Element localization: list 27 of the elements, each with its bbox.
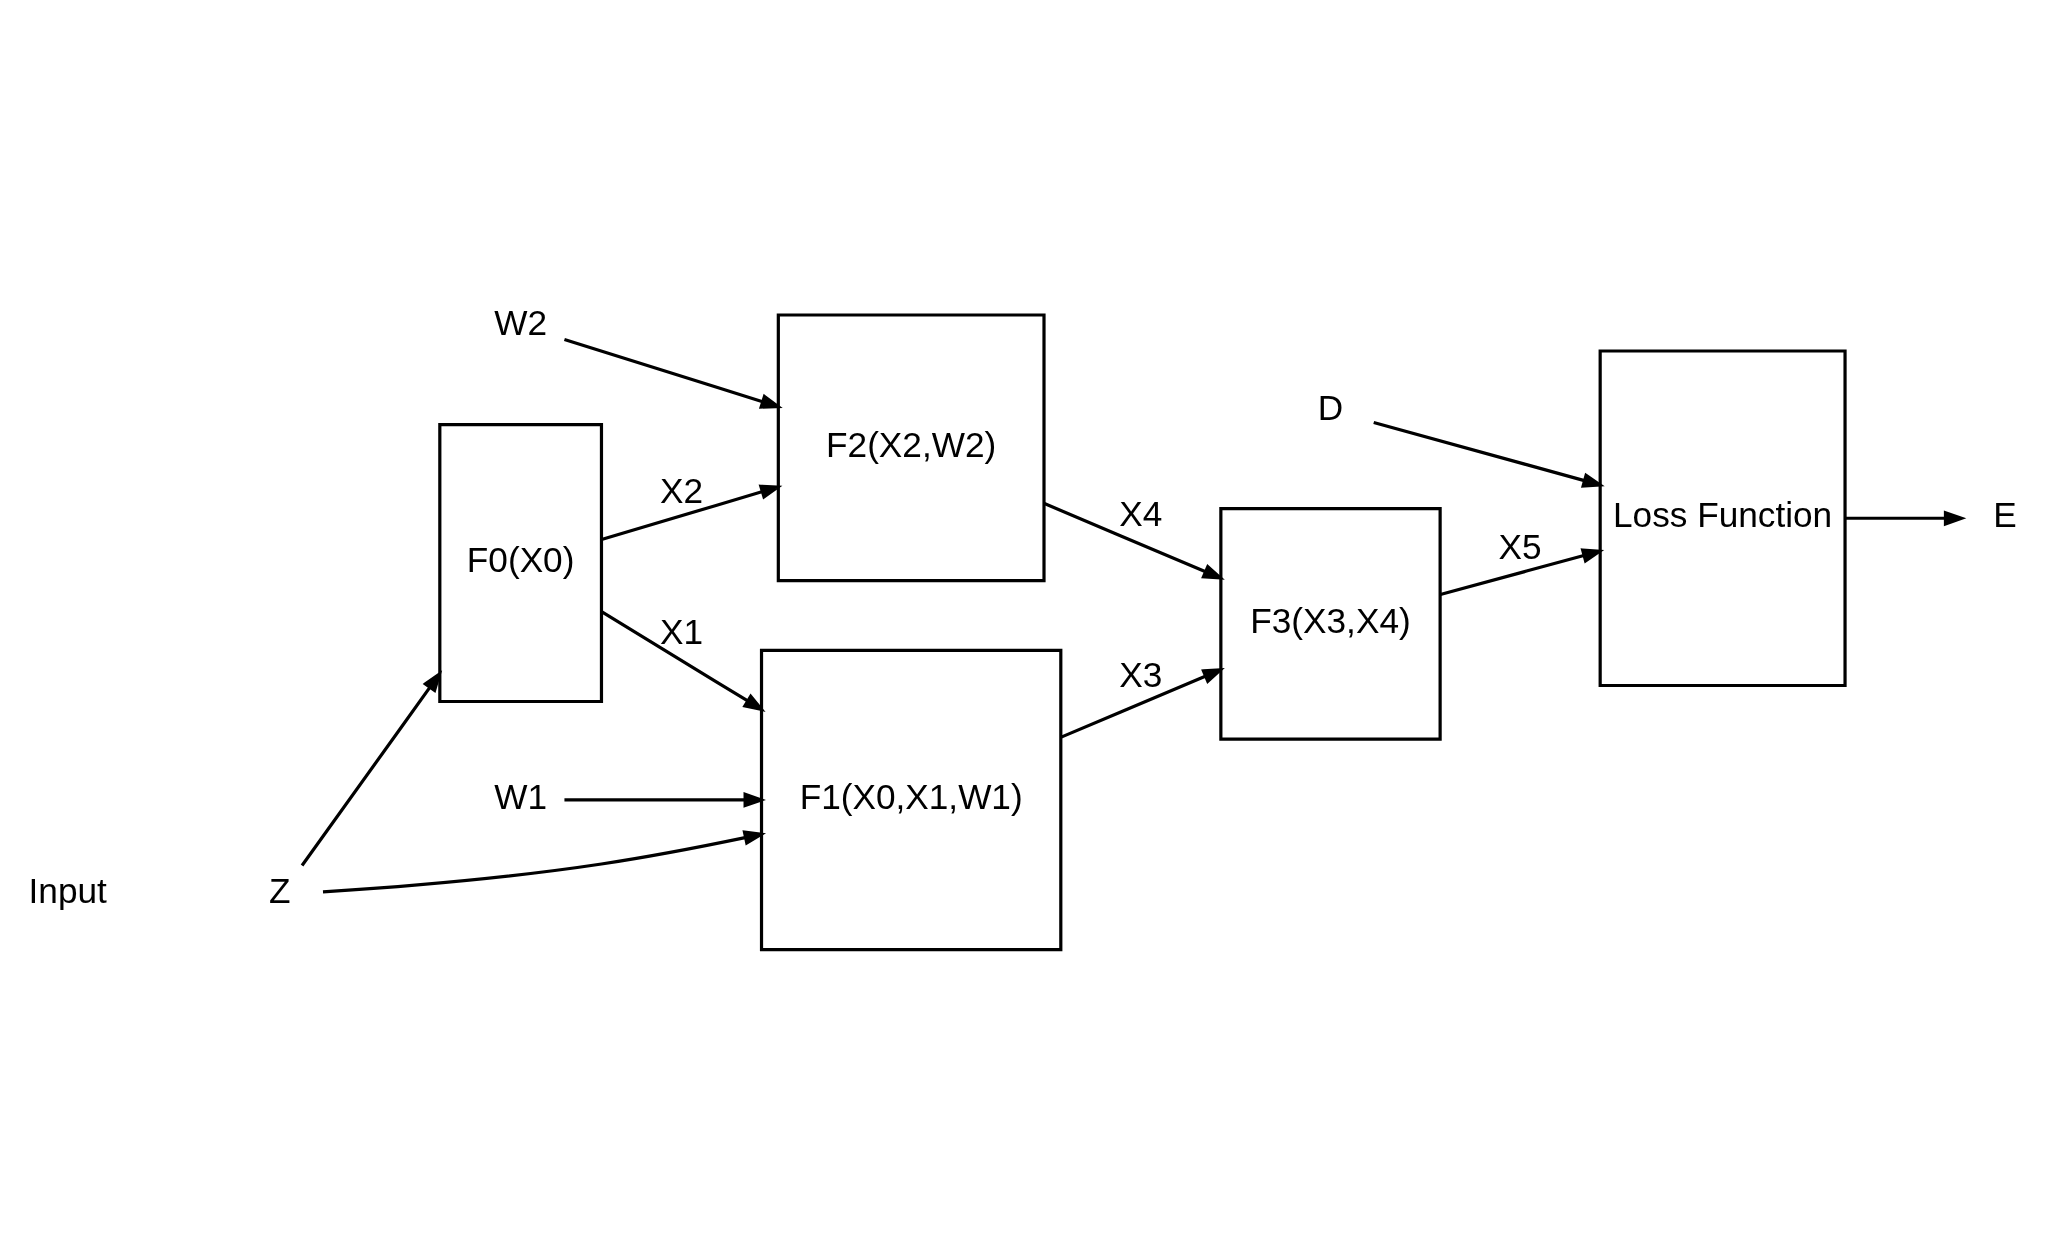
arrow [1043, 501, 1225, 580]
arrow [564, 791, 766, 808]
edge-label: X3 [1119, 654, 1163, 694]
edge-label: X5 [1498, 526, 1542, 566]
edge-label: X1 [659, 611, 704, 651]
arrow [563, 337, 783, 409]
node-box: F2(X2,W2) [776, 312, 1046, 582]
arrow [1373, 420, 1605, 488]
node-box: F1(X0,X1,W1) [759, 648, 1063, 951]
arrow [1060, 667, 1225, 739]
node-text: D [1317, 387, 1344, 427]
arrow [601, 484, 783, 541]
node-text: Z [269, 870, 291, 910]
arrow [600, 609, 766, 712]
node-box: F0(X0) [438, 422, 604, 703]
arrow [322, 829, 767, 893]
node-text: W1 [494, 776, 548, 816]
arrow [300, 669, 443, 866]
node-box: F3(X3,X4) [1219, 506, 1442, 741]
node-box: Loss Function [1598, 348, 1847, 687]
node-text: W2 [494, 302, 548, 342]
node-text: E [1993, 494, 2017, 534]
edge-label: X2 [659, 470, 704, 510]
edge-label: X4 [1119, 493, 1163, 533]
arrow [1845, 509, 1967, 526]
arrow [1440, 547, 1605, 596]
label: Input [28, 870, 107, 910]
